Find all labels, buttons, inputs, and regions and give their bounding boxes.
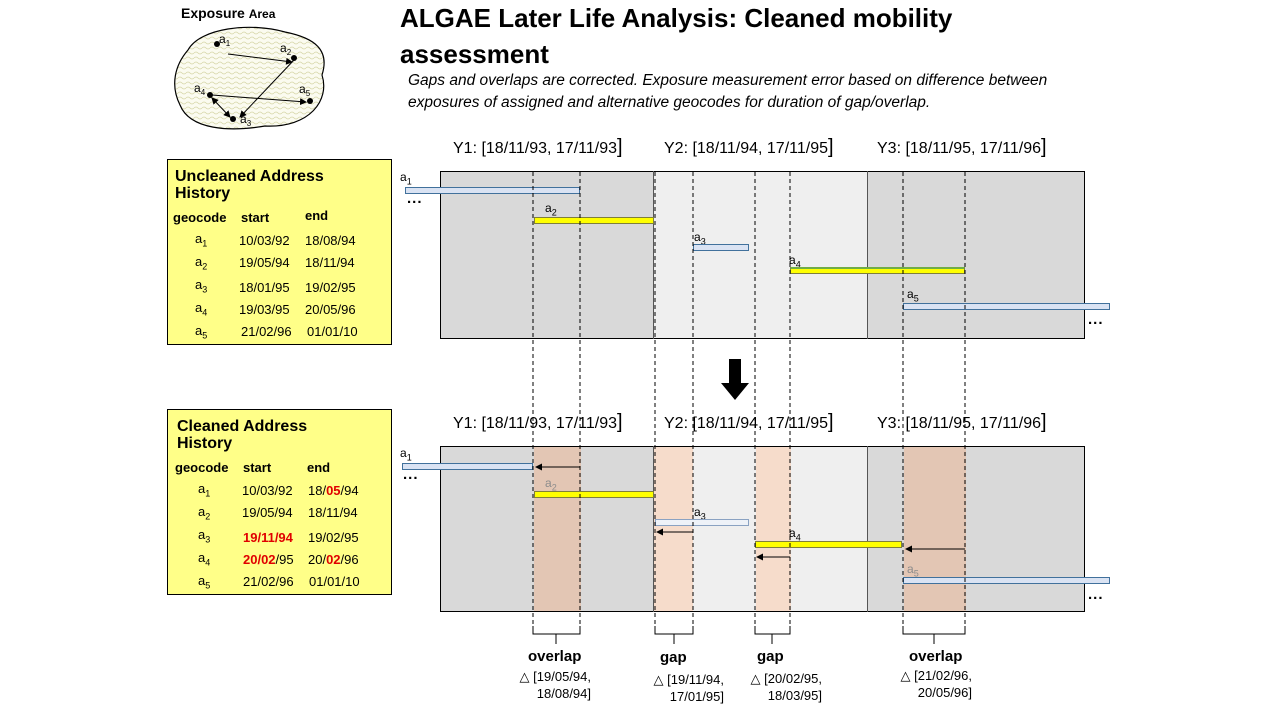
uncleaned-header-end: end bbox=[305, 208, 329, 223]
annotation-gap-2-range: △ [20/02/95, 18/03/95] bbox=[750, 671, 822, 703]
bar-label-a1: a1 bbox=[400, 170, 412, 187]
bar-label-a3: a3 bbox=[694, 230, 706, 247]
cleaned-header-geocode: geocode bbox=[175, 460, 229, 475]
annotation-gap-1-title: gap bbox=[660, 649, 687, 666]
bar-a2 bbox=[534, 217, 654, 224]
arrow-a4-a5 bbox=[211, 94, 307, 106]
annotation-overlap-1-range: △ [19/05/94, 18/08/94] bbox=[519, 669, 591, 701]
cleaned-history-title: Cleaned Address History bbox=[177, 418, 308, 452]
ellipsis-right: ... bbox=[1088, 311, 1104, 328]
cleaned-header-end: end bbox=[307, 460, 331, 475]
point-a4 bbox=[207, 92, 213, 98]
bar-a2-cleaned bbox=[534, 491, 654, 498]
bar-a3 bbox=[693, 244, 749, 251]
svg-text:a3: a3 bbox=[240, 112, 252, 128]
uncleaned-history-panel: Uncleaned Address History geocode start … bbox=[167, 159, 392, 345]
page-subtitle: Gaps and overlaps are corrected. Exposur… bbox=[408, 72, 1048, 111]
bar-a1 bbox=[405, 187, 580, 194]
ellipsis-left: ... bbox=[407, 190, 423, 207]
dashed-guides bbox=[532, 172, 966, 632]
year-divider bbox=[653, 171, 654, 339]
exposure-area-label-small: Area bbox=[248, 7, 276, 21]
exposure-area-label: Exposure Area bbox=[181, 5, 275, 21]
arrow-a3-a4 bbox=[211, 97, 231, 118]
bar-label-a4: a4 bbox=[789, 253, 801, 270]
year-band-y2 bbox=[654, 172, 868, 338]
cleaned-history-panel: Cleaned Address History geocode start en… bbox=[167, 409, 392, 595]
svg-text:a4: a4 bbox=[194, 81, 206, 97]
uncleaned-header-start: start bbox=[241, 210, 270, 225]
cleaned-header-start: start bbox=[243, 460, 272, 475]
svg-text:a5: a5 bbox=[299, 82, 311, 98]
arrow-a2-a3 bbox=[239, 59, 295, 118]
bar-label-a2: a2 bbox=[545, 201, 557, 218]
year-divider bbox=[653, 446, 654, 612]
year-label-y1-top: Y1: [18/11/93, 17/11/93] bbox=[453, 136, 623, 158]
delta-icon: △ bbox=[653, 672, 664, 687]
year-label-y1-bottom: Y1: [18/11/93, 17/11/93] bbox=[453, 411, 623, 433]
exposure-area-diagram: a1 a2 a3 a4 a5 bbox=[174, 26, 325, 130]
delta-icon: △ bbox=[900, 668, 911, 683]
ellipsis-left: ... bbox=[403, 466, 419, 483]
annotation-overlap-2-range: △ [21/02/96, 20/05/96] bbox=[900, 668, 972, 700]
delta-icon: △ bbox=[750, 671, 761, 686]
year-divider bbox=[867, 446, 868, 612]
annotation-overlap-1-title: overlap bbox=[528, 648, 582, 665]
point-a5 bbox=[307, 98, 313, 104]
point-a3 bbox=[230, 116, 236, 122]
bar-label-a5: a5 bbox=[907, 287, 919, 304]
correction-arrows bbox=[535, 463, 965, 561]
point-a1 bbox=[214, 41, 220, 47]
svg-text:a1: a1 bbox=[219, 32, 231, 48]
year-divider bbox=[867, 171, 868, 339]
ellipsis-right: ... bbox=[1088, 586, 1104, 603]
arrow-a1-a2 bbox=[227, 53, 293, 65]
year-label-y2-top: Y2: [18/11/94, 17/11/95] bbox=[664, 136, 834, 158]
year-label-y2-bottom: Y2: [18/11/94, 17/11/95] bbox=[664, 411, 834, 433]
uncleaned-header-geocode: geocode bbox=[173, 210, 227, 225]
uncleaned-timeline-plot bbox=[440, 171, 1085, 339]
down-arrow-icon bbox=[721, 359, 749, 400]
annotation-gap-2-title: gap bbox=[757, 648, 784, 665]
year-label-y3-bottom: Y3: [18/11/95, 17/11/96] bbox=[877, 411, 1047, 433]
page-title: ALGAE Later Life Analysis: Cleaned mobil… bbox=[400, 3, 953, 69]
gap-shade-2 bbox=[756, 447, 791, 611]
bar-label-a2-cleaned: a2 bbox=[545, 476, 557, 493]
annotation-overlap-2-title: overlap bbox=[909, 648, 963, 665]
uncleaned-history-title: Uncleaned Address History bbox=[175, 168, 324, 202]
annotation-brackets bbox=[532, 626, 966, 644]
bar-label-a4-cleaned: a4 bbox=[789, 526, 801, 543]
delta-icon: △ bbox=[519, 669, 530, 684]
exposure-area-label-main: Exposure bbox=[181, 5, 245, 21]
bar-label-a5-cleaned: a5 bbox=[907, 562, 919, 579]
bar-label-a3-cleaned: a3 bbox=[694, 505, 706, 522]
point-a2 bbox=[291, 55, 297, 61]
annotation-gap-1-range: △ [19/11/94, 17/01/95] bbox=[653, 672, 725, 704]
bar-label-a1-cleaned: a1 bbox=[400, 446, 412, 463]
year-label-y3-top: Y3: [18/11/95, 17/11/96] bbox=[877, 136, 1047, 158]
svg-text:a2: a2 bbox=[280, 41, 292, 57]
overlap-shade-1 bbox=[534, 447, 581, 611]
cleaned-timeline-plot bbox=[440, 446, 1085, 612]
